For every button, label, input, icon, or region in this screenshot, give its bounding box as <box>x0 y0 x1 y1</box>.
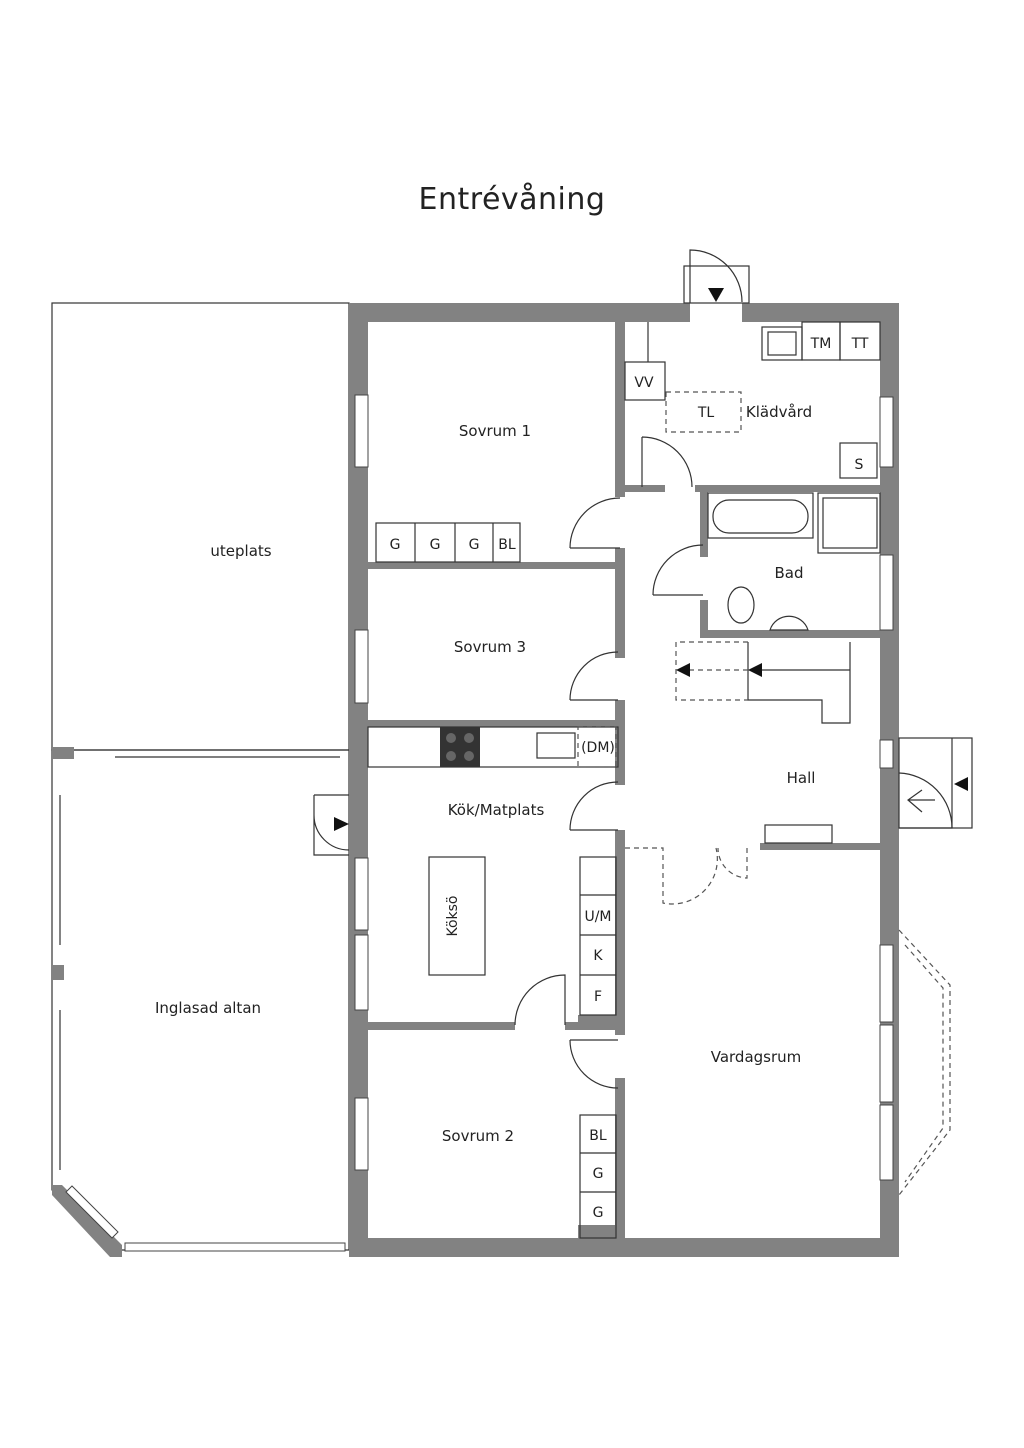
room-label-kladvard: Klädvård <box>746 403 812 421</box>
fixture-dm: (DM) <box>581 740 615 756</box>
hall-door-arrow-icon <box>954 777 968 791</box>
fixture-vv: VV <box>634 375 654 391</box>
floor-title: Entrévåning <box>418 182 606 217</box>
storage-g: G <box>593 1166 604 1182</box>
storage-g: G <box>430 537 441 553</box>
room-label-sovrum1: Sovrum 1 <box>459 422 531 440</box>
room-label-altan: Inglasad altan <box>155 999 261 1017</box>
room-label-sovrum3: Sovrum 3 <box>454 638 526 656</box>
storage-bl: BL <box>589 1128 607 1144</box>
fixture-k: K <box>593 948 603 964</box>
storage-bl: BL <box>498 537 516 553</box>
outer-walls <box>349 303 899 1257</box>
fixture-tm: TM <box>810 336 832 352</box>
room-label-uteplats: uteplats <box>210 542 271 560</box>
windows <box>354 394 894 1181</box>
fixture-tl: TL <box>697 405 715 421</box>
storage-g: G <box>469 537 480 553</box>
storage-g: G <box>593 1205 604 1221</box>
side-door-arrow-icon <box>334 817 349 831</box>
room-label-vardagsrum: Vardagsrum <box>711 1048 802 1066</box>
room-label-bad: Bad <box>774 564 803 582</box>
kitchen-island-label: Köksö <box>445 895 461 936</box>
fixture-tt: TT <box>851 336 869 352</box>
fixture-f: F <box>594 989 602 1005</box>
room-label-kok: Kök/Matplats <box>448 801 545 819</box>
room-label-sovrum2: Sovrum 2 <box>442 1127 514 1145</box>
storage-g: G <box>390 537 401 553</box>
fixture-s: S <box>855 457 864 473</box>
stairs <box>675 641 851 724</box>
doors <box>313 249 973 1089</box>
fixture-um: U/M <box>584 909 611 925</box>
uteplats-area <box>51 302 350 751</box>
room-label-hall: Hall <box>787 769 816 787</box>
entrance-arrow-icon <box>708 288 724 302</box>
